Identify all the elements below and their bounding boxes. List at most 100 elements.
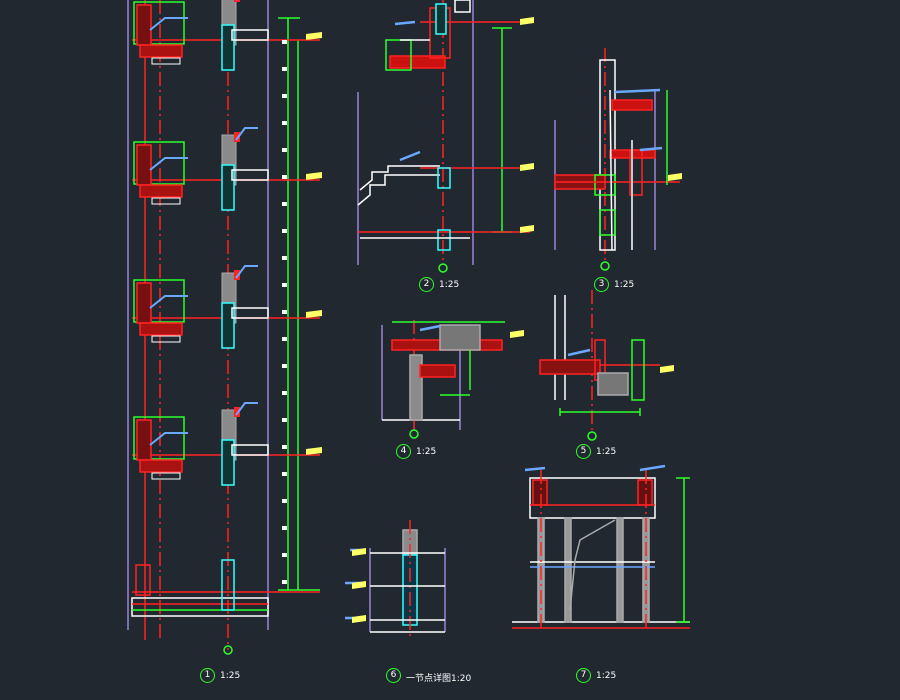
elevation-tag xyxy=(520,163,534,171)
dimension-tick xyxy=(282,553,287,557)
node-red-block xyxy=(136,144,152,186)
elevation-tag xyxy=(306,447,322,455)
detail-2-scale: 1:25 xyxy=(439,280,460,290)
dimension-tick xyxy=(282,418,287,422)
detail-7-scale: 1:25 xyxy=(596,671,617,681)
floor-node-2 xyxy=(133,127,322,211)
detail-1-floor-nodes xyxy=(133,0,322,486)
detail-4-number: 4 xyxy=(396,444,411,459)
annotation-leader xyxy=(394,20,416,26)
dimension-tick xyxy=(282,310,287,314)
detail-4-scale: 1:25 xyxy=(416,447,437,457)
dimension-tick xyxy=(282,67,287,71)
dimension-tick xyxy=(282,40,287,44)
node-slab xyxy=(139,459,183,473)
tag-marker xyxy=(234,0,240,2)
detail-6-scale: 一节点详图1:20 xyxy=(406,674,472,684)
node-red-block xyxy=(136,419,152,461)
annotation-leader xyxy=(149,295,188,309)
node-outline xyxy=(133,141,185,185)
annotation-leader xyxy=(639,146,663,152)
detail-2-number: 2 xyxy=(419,277,434,292)
detail-7-number: 7 xyxy=(576,668,591,683)
elevation-tag xyxy=(520,17,534,25)
annotation-leader xyxy=(235,402,258,416)
detail-5-number: 5 xyxy=(576,444,591,459)
detail-3-scale: 1:25 xyxy=(614,280,635,290)
detail-1-scale: 1:25 xyxy=(220,671,241,681)
node-dim-row xyxy=(151,197,181,205)
dimension-tick xyxy=(282,337,287,341)
annotation-leader xyxy=(419,324,441,332)
elevation-tag xyxy=(668,173,682,181)
dimension-tick xyxy=(282,256,287,260)
detail-5-scale: 1:25 xyxy=(596,447,617,457)
dimension-tick xyxy=(282,364,287,368)
node-outline xyxy=(133,416,185,460)
annotation-leader xyxy=(614,88,661,94)
annotation-leader xyxy=(235,265,258,279)
annotation-leader xyxy=(524,466,546,472)
floor-node-3 xyxy=(133,265,322,349)
dimension-tick xyxy=(282,283,287,287)
annotation-leaders xyxy=(345,17,682,623)
annotation-leader xyxy=(149,432,188,446)
dimension-tick xyxy=(282,121,287,125)
annotation-leader xyxy=(235,127,258,141)
annotation-leader xyxy=(149,17,188,31)
detail-4-section xyxy=(381,320,505,439)
detail-1-base-slab xyxy=(131,559,269,655)
elevation-tag xyxy=(306,310,322,318)
dimension-tick xyxy=(282,148,287,152)
annotation-leader xyxy=(399,150,421,162)
node-slab xyxy=(139,44,183,58)
detail-3-number: 3 xyxy=(594,277,609,292)
beam-outline xyxy=(231,444,269,456)
column-rebar xyxy=(221,164,235,211)
elevation-tag xyxy=(352,615,366,623)
node-dim-row xyxy=(151,472,181,480)
node-red-block xyxy=(136,4,152,46)
column-rebar xyxy=(221,24,235,71)
beam-outline xyxy=(231,29,269,41)
dimension-tick xyxy=(282,229,287,233)
annotation-leader xyxy=(149,157,188,171)
detail-2-section xyxy=(357,0,530,273)
detail-1-dimension-ticks xyxy=(282,40,287,584)
detail-7-frame xyxy=(512,470,690,630)
dimension-tick xyxy=(282,499,287,503)
dimension-tick xyxy=(282,580,287,584)
beam-outline xyxy=(231,169,269,181)
beam-outline xyxy=(231,307,269,319)
annotation-leader xyxy=(567,348,591,357)
detail-3-section xyxy=(554,48,680,271)
dimension-tick xyxy=(282,175,287,179)
node-slab xyxy=(139,184,183,198)
dimension-tick xyxy=(282,391,287,395)
elevation-tag xyxy=(520,225,534,233)
detail-5-section xyxy=(539,290,660,441)
dimension-tick xyxy=(282,202,287,206)
elevation-tag xyxy=(352,548,366,556)
node-dim-row xyxy=(151,57,181,65)
annotation-leader xyxy=(639,464,666,472)
elevation-tag xyxy=(306,172,322,180)
node-outline xyxy=(133,1,185,45)
node-red-block xyxy=(136,282,152,324)
column-rebar xyxy=(221,439,235,486)
elevation-tag xyxy=(660,365,674,373)
column-rebar xyxy=(221,302,235,349)
detail-6-number: 6 xyxy=(386,668,401,683)
dimension-tick xyxy=(282,445,287,449)
elevation-tag xyxy=(352,581,366,589)
floor-node-1 xyxy=(133,0,322,71)
dimension-tick xyxy=(282,472,287,476)
elevation-tag xyxy=(306,32,322,40)
node-slab xyxy=(139,322,183,336)
node-dim-row xyxy=(151,335,181,343)
dimension-tick xyxy=(282,526,287,530)
elevation-tag xyxy=(510,330,524,338)
detail-6-section xyxy=(369,520,446,640)
dimension-tick xyxy=(282,94,287,98)
